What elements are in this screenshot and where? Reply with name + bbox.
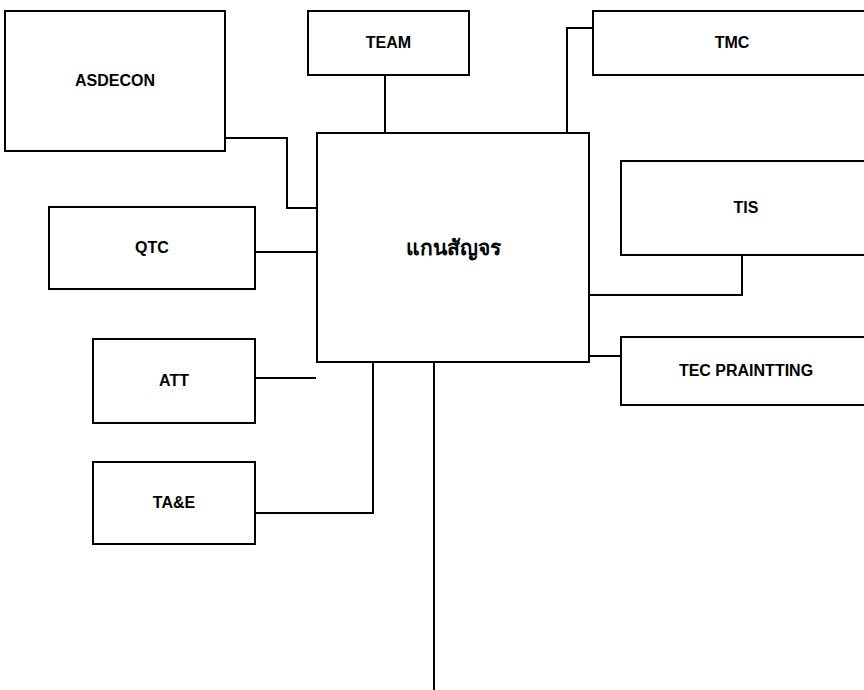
connector-line <box>256 377 316 379</box>
box-label: TA&E <box>147 494 201 512</box>
connector-line <box>256 363 373 513</box>
connector-line <box>226 138 316 208</box>
hub-box: แกนสัญจร <box>316 132 590 363</box>
connector-line <box>256 251 316 253</box>
connector-line <box>590 256 742 295</box>
connector-line <box>384 76 386 132</box>
organization-box: TMC <box>592 10 864 76</box>
trunk-line <box>433 363 435 690</box>
organization-box: ATT <box>92 338 256 424</box>
box-label: TMC <box>709 34 756 52</box>
organization-box: TEAM <box>307 10 470 76</box>
connector-line <box>590 355 620 357</box>
organization-box: ASDECON <box>4 10 226 152</box>
box-label: TEC PRAINTTING <box>673 362 819 380</box>
box-label: TIS <box>728 199 765 217</box>
box-label: QTC <box>129 239 175 257</box>
box-label: ASDECON <box>69 72 161 90</box>
organization-box: TIS <box>620 160 864 256</box>
box-label: ATT <box>153 372 195 390</box>
organization-box: TEC PRAINTTING <box>620 336 864 406</box>
organization-box: TA&E <box>92 461 256 545</box>
box-label: TEAM <box>360 34 417 52</box>
organization-box: QTC <box>48 206 256 290</box>
box-label: แกนสัญจร <box>400 231 507 264</box>
